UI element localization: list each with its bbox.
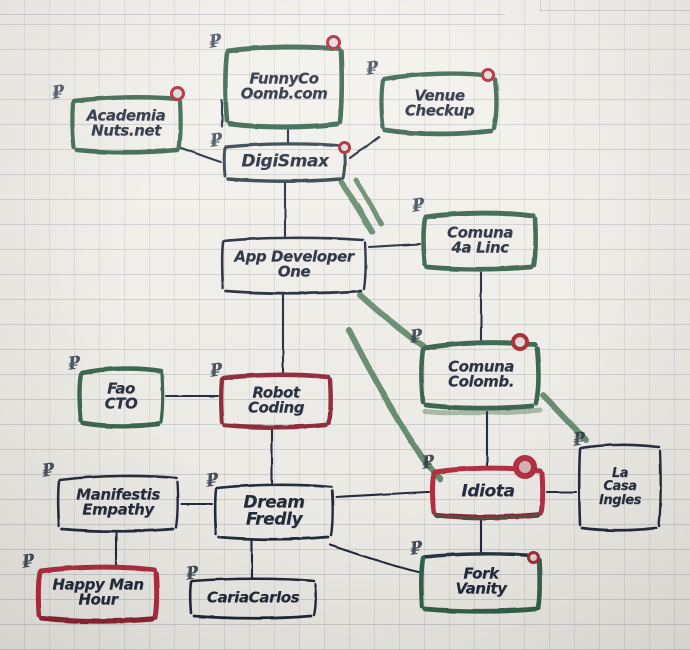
node-funnyco-colombcom[interactable]: FunnyCo Oomb.com bbox=[223, 44, 345, 130]
node-handle-dot-academia[interactable] bbox=[170, 86, 185, 101]
node-handle-dot-venue[interactable] bbox=[481, 68, 495, 82]
node-venue-checkup[interactable]: Venue Checkup bbox=[379, 70, 500, 137]
edge-academia-digismax bbox=[176, 145, 223, 164]
edge-appdev-comuna4a bbox=[367, 242, 422, 249]
edge-appdev-idiota bbox=[346, 327, 443, 483]
node-fork-vanity[interactable]: Fork Vanity bbox=[419, 551, 543, 614]
node-handle-dot-forkvanity[interactable] bbox=[527, 551, 540, 564]
paper-seam-left bbox=[0, 14, 505, 15]
paper-seam-right-vertical bbox=[540, 0, 542, 12]
node-box-outline bbox=[219, 372, 333, 430]
node-box-outline bbox=[77, 366, 165, 429]
node-box-outline bbox=[577, 443, 662, 532]
edge-digismax-comunacolomb bbox=[353, 177, 384, 227]
node-box-outline bbox=[213, 483, 334, 541]
node-handle-dot-comunacolomb[interactable] bbox=[511, 333, 529, 351]
node-box-outline bbox=[35, 564, 160, 624]
node-comuna-4a-linea[interactable]: Comuna 4a Linc bbox=[421, 210, 539, 272]
node-caria-carlos[interactable]: CariaCarlos bbox=[188, 577, 318, 620]
edge-dreamfreely-forkvanity bbox=[328, 543, 420, 574]
node-happy-man-hour[interactable]: Happy Man Hour bbox=[35, 564, 160, 624]
ink-edges bbox=[114, 98, 578, 580]
node-robot-coding[interactable]: Robot Coding bbox=[219, 372, 333, 430]
node-box-outline bbox=[223, 44, 344, 130]
edge-digismax-comuna4a bbox=[338, 179, 375, 235]
node-box-outline bbox=[220, 236, 367, 295]
edge-venue-digismax bbox=[348, 135, 381, 160]
node-box-outline bbox=[70, 94, 183, 155]
node-academia-nutsnet[interactable]: Academia Nuts.net bbox=[68, 93, 184, 155]
edge-dreamfreely-idiota bbox=[334, 490, 431, 499]
node-box-outline bbox=[421, 210, 538, 272]
node-box-outline bbox=[222, 142, 347, 183]
node-handle-dot-funnyco[interactable] bbox=[326, 35, 341, 50]
paper-seam-right bbox=[540, 10, 690, 11]
node-manifestis-empathy[interactable]: Manifestis Empathy bbox=[56, 474, 180, 533]
node-box-outline bbox=[430, 465, 546, 520]
node-digismax[interactable]: DigiSmax bbox=[222, 142, 348, 183]
node-box-outline bbox=[419, 552, 542, 614]
node-handle-dot-digismax[interactable] bbox=[338, 141, 351, 154]
node-box-outline bbox=[379, 71, 499, 137]
node-app-developer-one[interactable]: App Developer One bbox=[220, 236, 368, 295]
node-box-outline bbox=[188, 577, 317, 620]
edge-appdev-comunacolomb bbox=[357, 292, 427, 350]
edge-comunacolomb-accent bbox=[422, 407, 543, 416]
highlighter-edges bbox=[338, 177, 589, 483]
node-la-casa-ingles[interactable]: La Casa Ingles bbox=[577, 443, 663, 532]
node-box-outline bbox=[56, 474, 179, 533]
edge-comunacolomb-lacasa bbox=[540, 392, 589, 443]
node-dream-freely[interactable]: Dream Fredly bbox=[213, 483, 335, 541]
node-handle-dot-idiota[interactable] bbox=[513, 455, 537, 479]
node-fao-cto[interactable]: Fao CTO bbox=[77, 365, 165, 429]
